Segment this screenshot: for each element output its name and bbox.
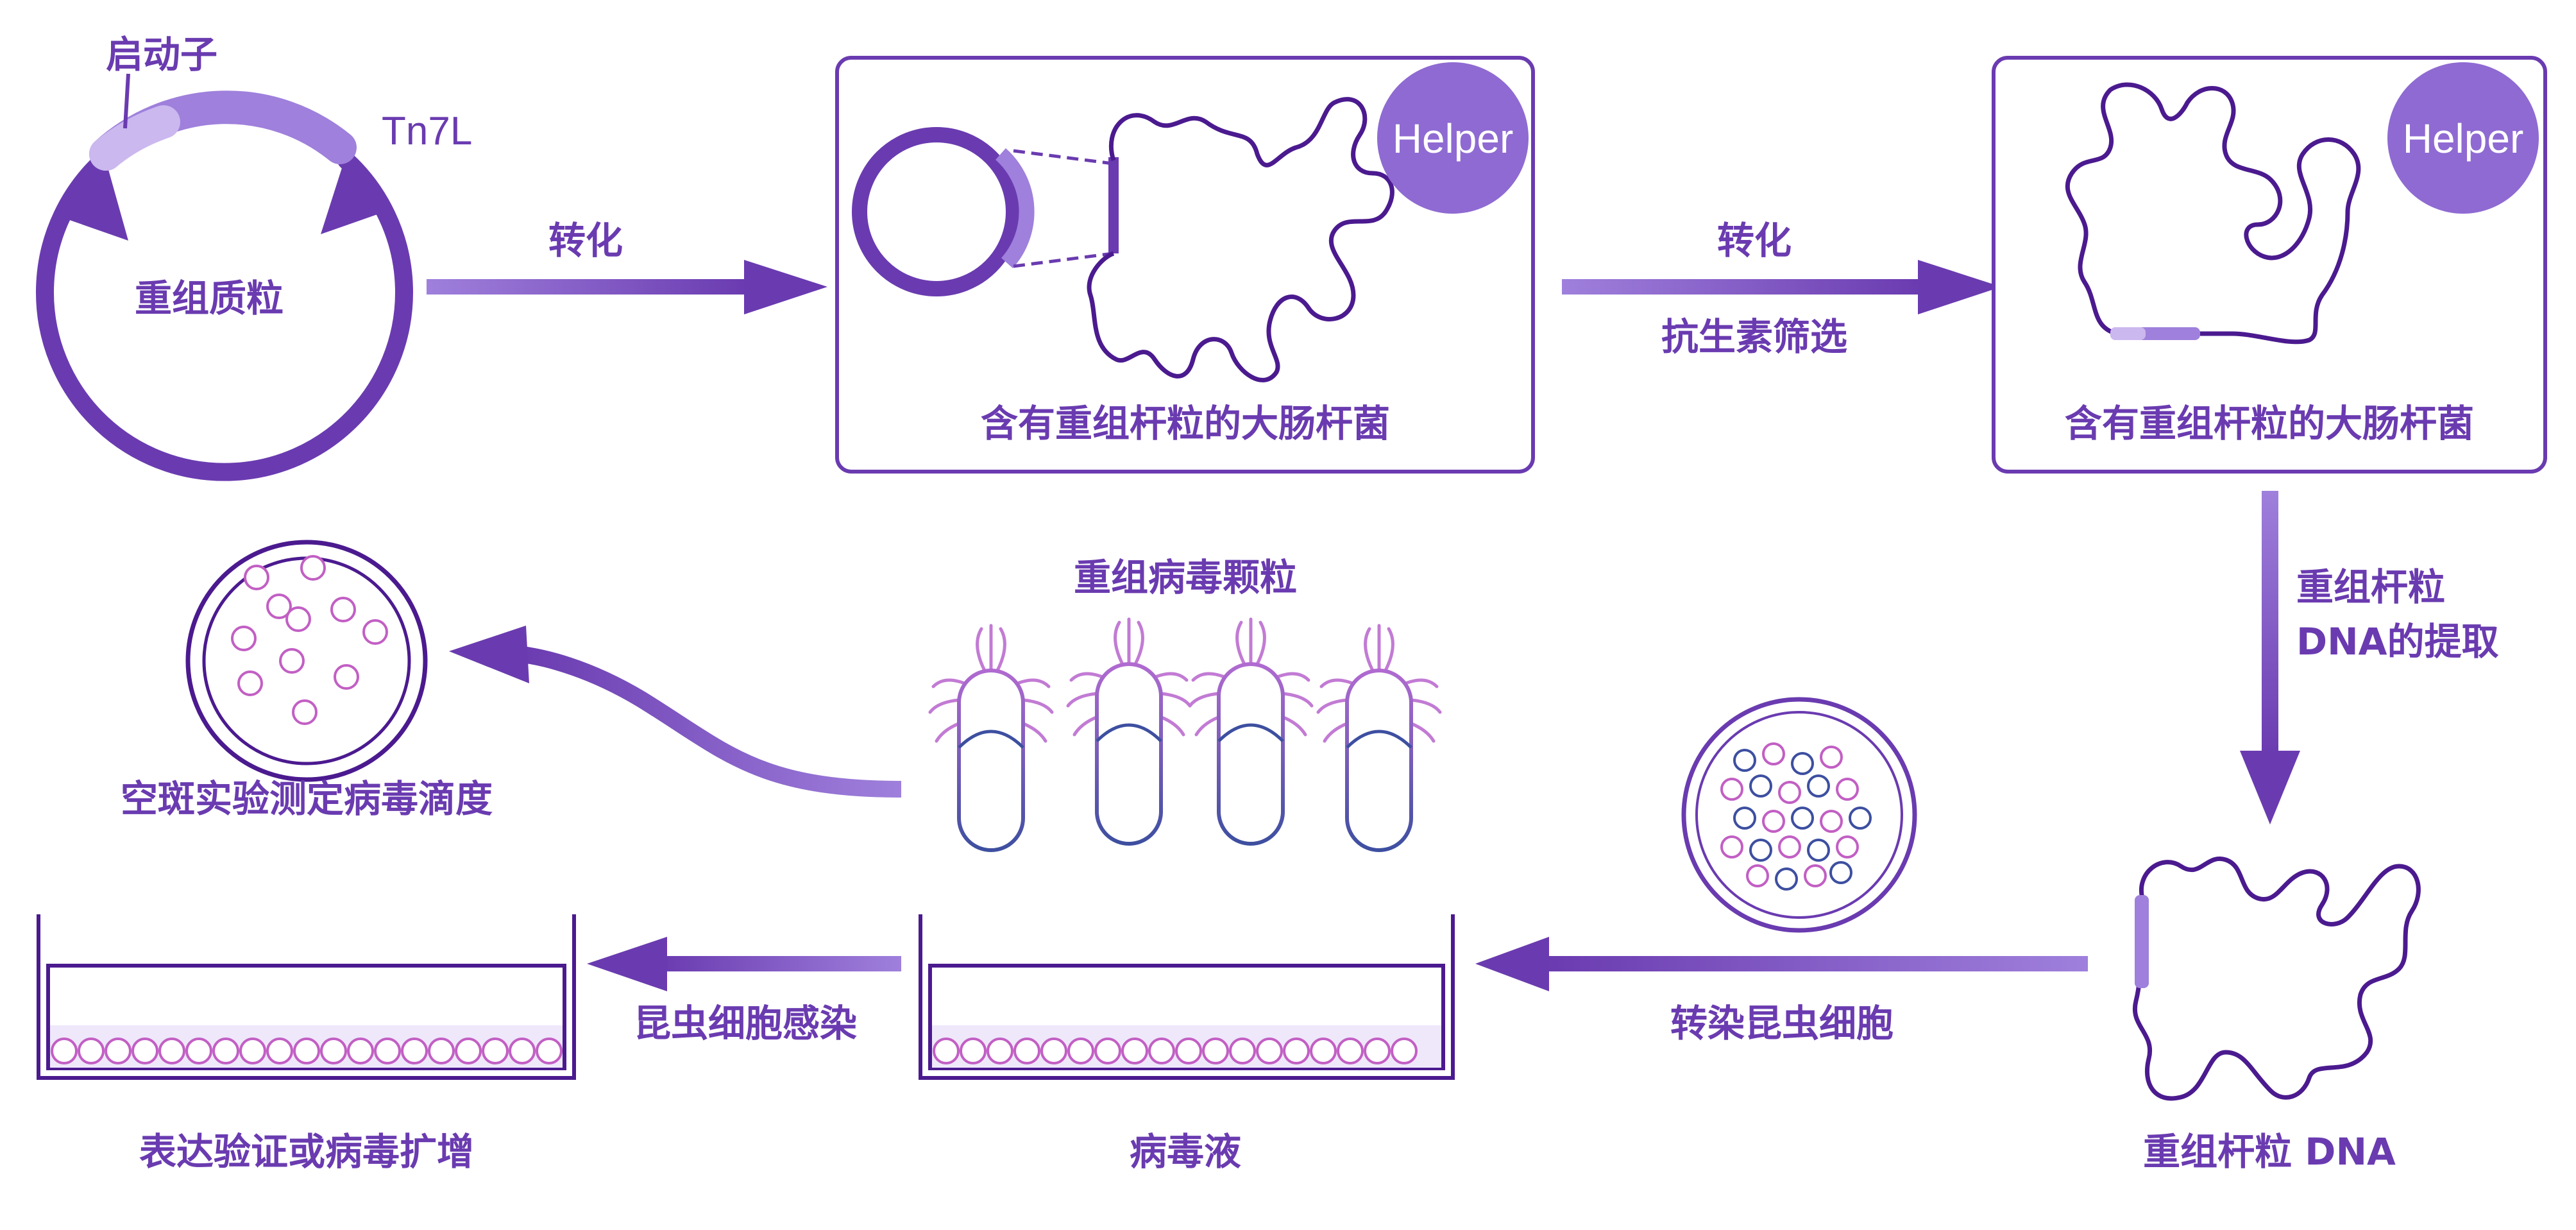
cell — [293, 1038, 320, 1064]
plaque-label: 空斑实验测定病毒滴度 — [121, 777, 493, 821]
cell — [1040, 1038, 1067, 1064]
extract-label-2: DNA的提取 — [2296, 620, 2499, 663]
bacmid-dna-label: 重组杆粒 DNA — [2143, 1130, 2396, 1174]
virus-particles-label: 重组病毒颗粒 — [1074, 556, 1297, 599]
cell — [1283, 1038, 1310, 1064]
cell — [185, 1038, 212, 1064]
helper-label-1: Helper — [1393, 115, 1514, 162]
cell — [1121, 1038, 1148, 1064]
cell — [536, 1038, 563, 1064]
cell — [1148, 1038, 1175, 1064]
cell — [1013, 1038, 1040, 1064]
cell — [105, 1038, 131, 1064]
transform-arrow-1 — [427, 260, 827, 314]
virus-particle-icon — [930, 619, 1440, 850]
extract-label-1: 重组杆粒 — [2296, 565, 2445, 609]
transform-label-2: 转化 — [1717, 219, 1792, 262]
transform-arrow-2 — [1562, 260, 2001, 314]
cell — [401, 1038, 428, 1064]
cell — [131, 1038, 158, 1064]
box1-label: 含有重组杆粒的大肠杆菌 — [981, 402, 1390, 445]
cell — [1310, 1038, 1337, 1064]
cell — [1067, 1038, 1094, 1064]
cell — [482, 1038, 509, 1064]
cell — [1229, 1038, 1256, 1064]
helper-label-2: Helper — [2403, 115, 2524, 162]
cell — [455, 1038, 482, 1064]
cell — [509, 1038, 536, 1064]
circular-plasmid-icon — [36, 73, 413, 481]
cell — [1094, 1038, 1121, 1064]
cell — [428, 1038, 455, 1064]
plasmid-label: 重组质粒 — [135, 277, 284, 320]
antibiotic-label: 抗生素筛选 — [1661, 315, 1847, 359]
cell-dish-icon — [1681, 697, 1917, 933]
expression-flask-icon — [37, 914, 576, 1080]
plaque-dish-icon — [185, 540, 428, 782]
cell — [78, 1038, 105, 1064]
extract-arrow — [2240, 491, 2300, 824]
culture-flask-icon — [919, 914, 1455, 1080]
cell — [347, 1038, 374, 1064]
cell — [212, 1038, 239, 1064]
infect-arrow — [587, 937, 901, 991]
bacmid-in-ecoli-icon — [2065, 62, 2539, 345]
transfect-arrow — [1475, 937, 2088, 991]
cell — [1391, 1038, 1418, 1064]
transform-label-1: 转化 — [548, 219, 623, 262]
box2-label: 含有重组杆粒的大肠杆菌 — [2065, 402, 2474, 445]
cell — [374, 1038, 401, 1064]
infect-label: 昆虫细胞感染 — [634, 1002, 857, 1045]
cell — [239, 1038, 266, 1064]
cell — [960, 1038, 987, 1064]
virus-liquid-label: 病毒液 — [1130, 1130, 1241, 1174]
cell — [1175, 1038, 1202, 1064]
promoter-label: 启动子 — [106, 33, 217, 76]
plaque-curved-arrow — [449, 626, 902, 798]
bacterium-icon — [852, 62, 1529, 382]
bacmid-dna-icon — [2132, 856, 2421, 1101]
cell — [158, 1038, 185, 1064]
cell — [1202, 1038, 1229, 1064]
transfect-label: 转染昆虫细胞 — [1670, 1002, 1894, 1045]
cell — [266, 1038, 293, 1064]
cell — [1364, 1038, 1391, 1064]
cell — [933, 1038, 960, 1064]
cell — [51, 1038, 78, 1064]
cell — [1337, 1038, 1364, 1064]
tn7l-label: Tn7L — [382, 109, 472, 153]
cell — [987, 1038, 1013, 1064]
cell — [1256, 1038, 1283, 1064]
expression-label: 表达验证或病毒扩增 — [139, 1130, 474, 1174]
cell — [320, 1038, 347, 1064]
